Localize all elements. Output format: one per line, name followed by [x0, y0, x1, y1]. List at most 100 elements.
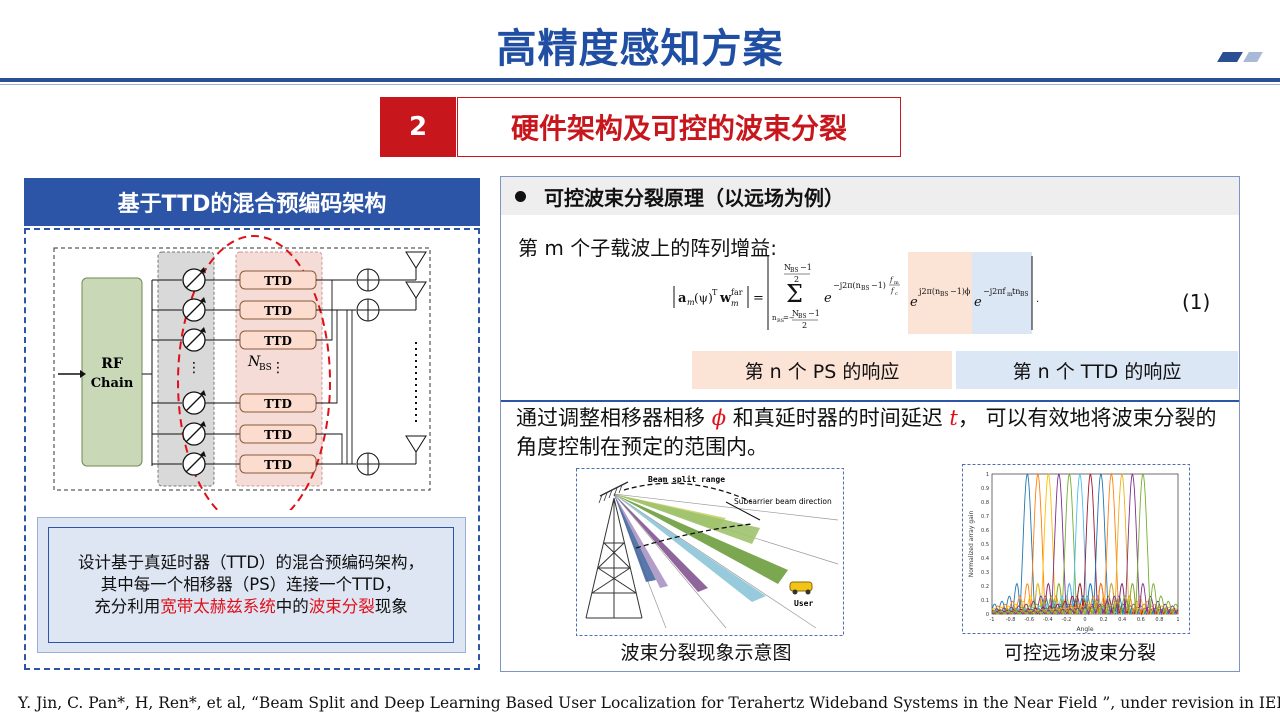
section-divider [501, 400, 1239, 402]
phi-symbol: ϕ [711, 406, 727, 430]
beam-gain-curve [991, 472, 1179, 616]
svg-text:e: e [824, 291, 832, 306]
ps-ellipsis: ⋮ [187, 360, 201, 376]
svg-text:m: m [687, 298, 695, 307]
controllable-beam-split-plot: 10.90.80.70.60.50.40.30.20.10 -1-0.8-0.6… [962, 464, 1190, 634]
figure1-caption: 波束分裂现象示意图 [620, 642, 792, 664]
ps-term-highlight [908, 252, 972, 334]
page-title: 高精度感知方案 [496, 26, 784, 72]
y-tick-label: 0 [986, 612, 989, 618]
svg-text:BS: BS [940, 291, 949, 298]
x-tick-label: -0.8 [1006, 617, 1016, 623]
svg-text:−1)ϕ: −1)ϕ [950, 287, 971, 296]
beam-split-figure: Beam split range Subcarrier beam directi… [576, 468, 844, 636]
svg-text:m: m [1007, 291, 1013, 298]
svg-text:tn: tn [1012, 287, 1020, 296]
y-tick-label: 0.3 [981, 570, 989, 576]
y-tick-label: 1 [986, 472, 989, 478]
x-tick-label: 0.6 [1137, 617, 1145, 623]
svg-text:e: e [974, 295, 982, 310]
y-tick-label: 0.6 [981, 528, 989, 534]
plot-y-label: Normalized array gain [968, 511, 975, 578]
bullet-icon [515, 190, 526, 202]
svg-text:−1): −1) [871, 281, 886, 290]
x-tick-label: 0.8 [1155, 617, 1163, 623]
svg-text:T: T [712, 288, 718, 297]
svg-text:m: m [894, 280, 899, 286]
y-tick-label: 0.4 [981, 556, 989, 562]
x-tick-label: -1 [990, 617, 995, 623]
svg-text:2: 2 [802, 321, 807, 330]
plot-x-label: Angle [1076, 626, 1093, 633]
svg-text:−j2πf: −j2πf [983, 287, 1007, 296]
svg-text:Σ: Σ [786, 280, 803, 308]
svg-text:n: n [772, 314, 777, 322]
section-title: 硬件架构及可控的波束分裂 [457, 97, 901, 157]
svg-text:a: a [678, 291, 687, 306]
ttd-label: TTD [264, 428, 292, 442]
svg-text:−1: −1 [808, 309, 820, 318]
left-panel-header: 基于TTD的混合预编码架构 [24, 178, 480, 226]
ttd-label: TTD [264, 304, 292, 318]
figure2-caption: 可控远场波束分裂 [1003, 642, 1156, 664]
y-tick-label: 0.8 [981, 500, 989, 506]
svg-text:e: e [910, 295, 918, 310]
antenna-icon [405, 281, 427, 299]
x-tick-label: 0 [1083, 617, 1086, 623]
description-text: 设计基于真延时器（TTD）的混合预编码架构， 其中每一个相移器（PS）连接一个T… [48, 527, 454, 643]
svg-text:BS: BS [790, 267, 799, 274]
svg-text:2: 2 [794, 275, 799, 284]
ttd-label: TTD [264, 397, 292, 411]
x-tick-label: 0.2 [1100, 617, 1108, 623]
svg-text:j2π(n: j2π(n [918, 287, 940, 296]
svg-text:BS: BS [798, 313, 807, 320]
title-divider [0, 78, 1280, 82]
svg-text:−1: −1 [800, 263, 812, 272]
explanation-text: 通过调整相移器相移 ϕ 和真延时器的时间延迟 t， 可以有效地将波束分裂的角度控… [516, 406, 1217, 459]
svg-text:f: f [890, 287, 895, 295]
antenna-icon [405, 435, 427, 453]
ttd-label: TTD [264, 274, 292, 288]
svg-text:.: . [1036, 294, 1039, 305]
svg-text:−j2π(n: −j2π(n [833, 281, 861, 290]
x-tick-label: -0.6 [1024, 617, 1034, 623]
ttd-label: TTD [264, 458, 292, 472]
user-car-icon [789, 581, 813, 595]
subcarrier-beam-label: Subcarrier beam direction [734, 497, 832, 506]
description-line-3: 充分利用宽带太赫兹系统中的波束分裂现象 [94, 597, 408, 616]
right-panel-header: 可控波束分裂原理（以远场为例） [501, 177, 1239, 215]
x-tick-label: -0.2 [1062, 617, 1072, 623]
rf-chain-label-2: Chain [91, 376, 134, 391]
svg-text:BS: BS [777, 318, 785, 324]
x-tick-label: 0.4 [1118, 617, 1126, 623]
user-label: User [794, 599, 813, 608]
svg-text:f: f [889, 276, 894, 284]
y-tick-label: 0.1 [981, 598, 989, 604]
rf-chain-label: RF [101, 356, 123, 372]
svg-text:(ψ): (ψ) [694, 291, 713, 305]
equation-number: (1) [1182, 290, 1211, 314]
n-bs-subscript: BS [259, 363, 272, 373]
svg-text:m: m [731, 299, 739, 308]
antenna-icon [405, 251, 427, 269]
svg-text:BS: BS [1020, 291, 1029, 298]
ttd-response-label: 第 n 个 TTD 的响应 [956, 351, 1238, 389]
svg-text:BS: BS [861, 285, 870, 292]
svg-text:c: c [895, 291, 898, 297]
svg-text:N: N [784, 263, 791, 272]
x-tick-label: -0.4 [1043, 617, 1053, 623]
y-tick-label: 0.5 [981, 542, 989, 548]
svg-text:=: = [753, 291, 764, 306]
svg-text:=−: =− [783, 314, 795, 322]
left-panel [24, 228, 480, 670]
y-tick-label: 0.7 [981, 514, 989, 520]
svg-text:w: w [719, 291, 732, 306]
description-line-2: 其中每一个相移器（PS）连接一个TTD， [100, 575, 402, 594]
beam-split-range-label: Beam split range [648, 474, 725, 484]
right-panel [500, 176, 1240, 672]
ttd-term-highlight [972, 252, 1032, 334]
ps-response-label: 第 n 个 PS 的响应 [692, 351, 952, 389]
svg-text:far: far [731, 288, 743, 297]
